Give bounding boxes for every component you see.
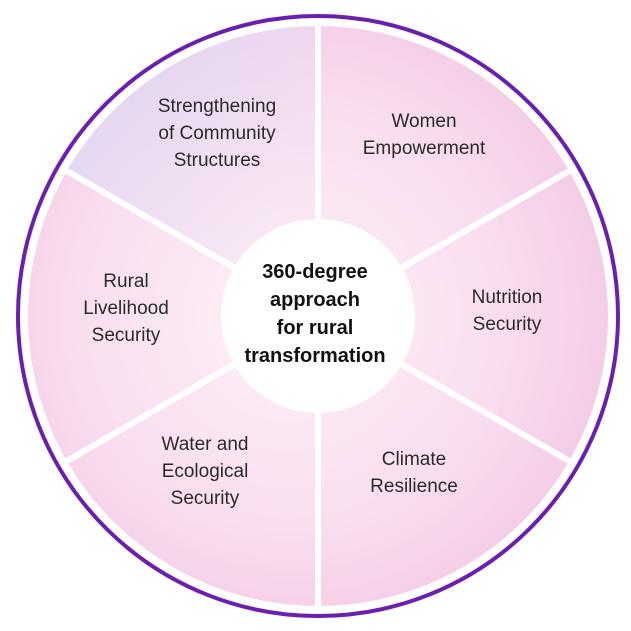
segment-label-climate-resilience: Climate Resilience <box>370 449 458 497</box>
segment-label-rural-livelihood-security: Rural Livelihood Security <box>83 271 169 346</box>
center-title: 360-degree approach for rural transforma… <box>244 261 386 367</box>
segment-label-women-empowerment: Women Empowerment <box>362 111 486 159</box>
segment-label-water-ecological-security: Water and Ecological Security <box>161 434 249 509</box>
segment-label-nutrition-security: Nutrition Security <box>471 287 543 335</box>
segment-label-community-structures: Strengthening of Community Structures <box>157 96 277 171</box>
center-hub <box>221 219 415 413</box>
